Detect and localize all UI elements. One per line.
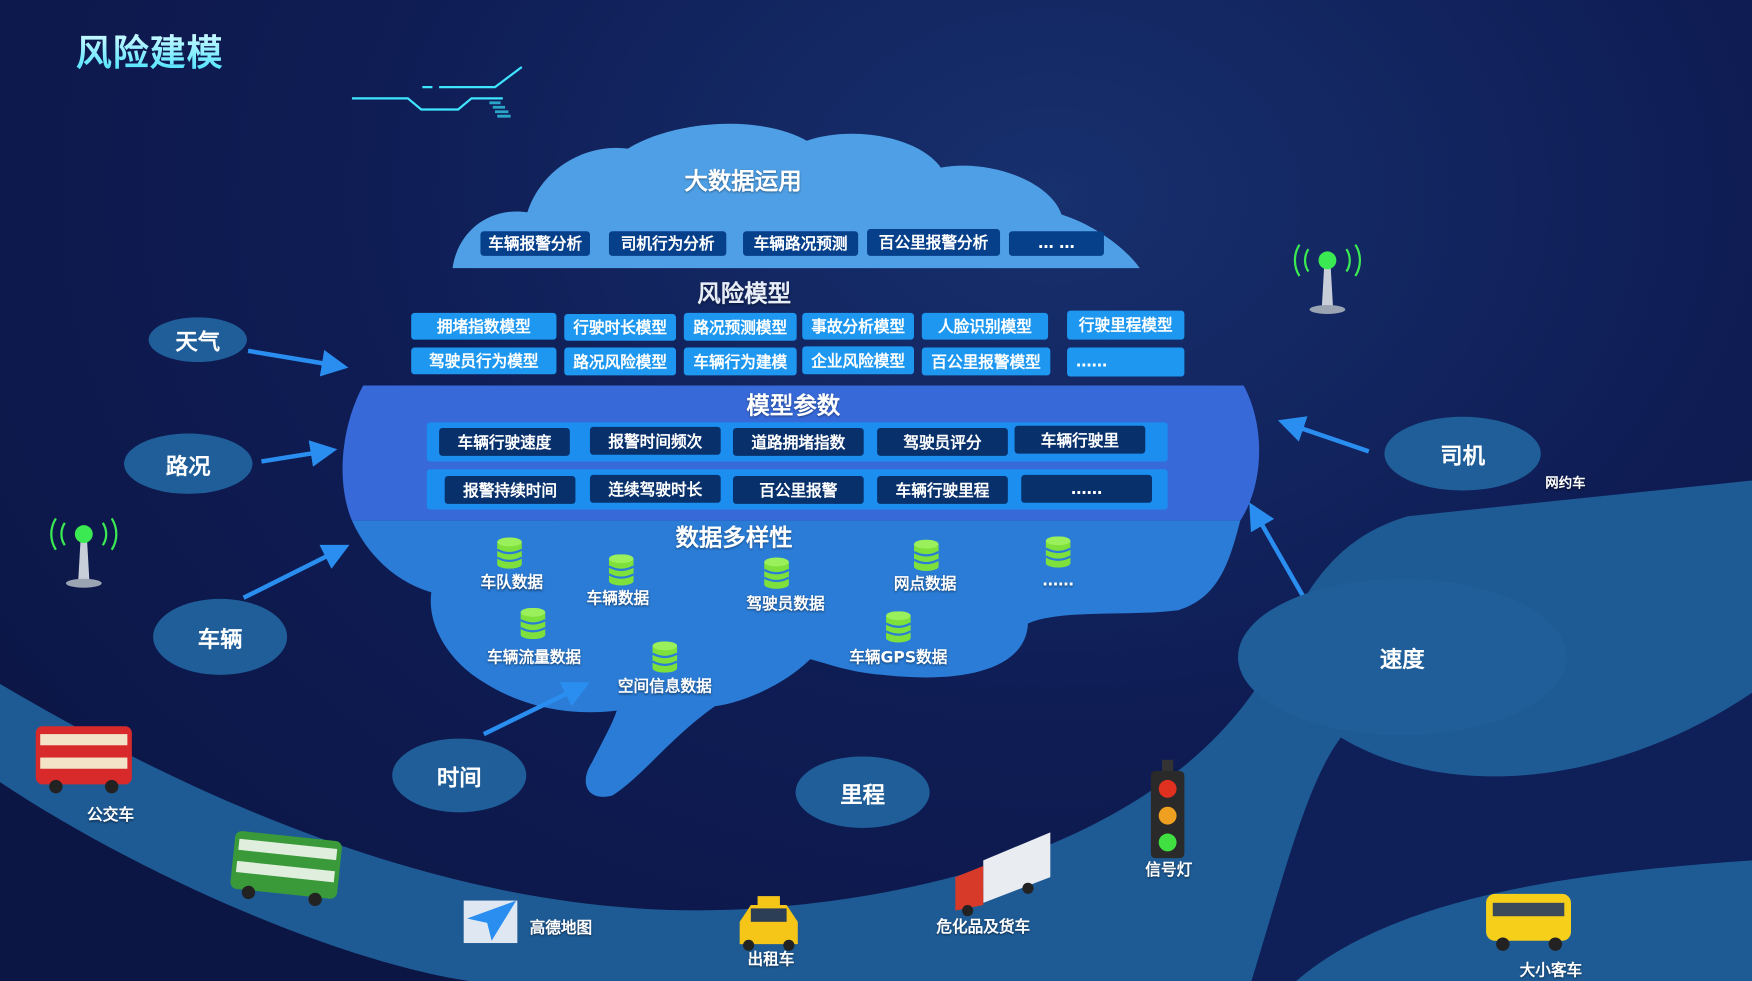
map-icon (463, 900, 518, 944)
title-decoration (83, 66, 523, 118)
data-source-label: 空间信息数据 (617, 678, 712, 697)
data-source-label: …… (1042, 572, 1074, 590)
model-param-item: 车辆行驶里 (1014, 425, 1146, 454)
antenna-icon-left (50, 517, 118, 588)
database-icon (608, 554, 635, 590)
risk-model-item: 企业风险模型 (802, 346, 914, 375)
factor-vehicle: 车辆 (153, 598, 288, 675)
data-source-label: 车辆流量数据 (487, 649, 582, 668)
page-title: 风险建模 (76, 25, 224, 76)
green-bus-icon (230, 831, 342, 907)
ride-hailing-label: 网约车 (1545, 475, 1586, 492)
risk-model-item: 路况预测模型 (683, 312, 797, 341)
risk-model-item: …… (1067, 347, 1185, 377)
taxi-icon (739, 896, 798, 951)
data-diversity-title: 数据多样性 (675, 524, 793, 551)
data-source-label: 驾驶员数据 (746, 595, 825, 614)
data-source-label: 车辆GPS数据 (849, 649, 948, 668)
big-data-item: 车辆报警分析 (480, 231, 590, 256)
factor-time: 时间 (392, 738, 527, 813)
traffic-light-icon (1150, 759, 1185, 859)
database-icon (651, 641, 678, 677)
model-param-item: 道路拥堵指数 (732, 427, 864, 456)
factor-speed: 速度 (1238, 578, 1567, 736)
model-param-item: …… (1021, 474, 1152, 503)
risk-model-item: 车辆行为建模 (683, 347, 797, 376)
model-param-item: 报警持续时间 (444, 475, 576, 504)
model-param-item: 连续驾驶时长 (589, 474, 721, 503)
risk-model-title: 风险模型 (697, 280, 792, 308)
factor-mileage: 里程 (795, 756, 930, 828)
map-label: 高德地图 (529, 919, 593, 938)
database-icon (520, 607, 547, 644)
factor-weather: 天气 (148, 317, 247, 363)
big-data-item: 车辆路况预测 (743, 231, 859, 256)
bus-label: 公交车 (87, 806, 135, 825)
big-data-title: 大数据运用 (684, 167, 802, 195)
model-param-item: 报警时间频次 (589, 426, 721, 455)
risk-model-item: 驾驶员行为模型 (411, 347, 557, 375)
risk-model-item: 拥堵指数模型 (411, 312, 557, 340)
antenna-icon-right (1293, 244, 1362, 314)
data-source-label: 网点数据 (893, 575, 957, 594)
model-param-item: 车辆行驶速度 (439, 427, 570, 456)
arrows (242, 348, 1370, 737)
model-params-title: 模型参数 (746, 392, 841, 420)
database-icon (913, 539, 940, 576)
risk-model-item: 事故分析模型 (802, 312, 914, 340)
red-bus-icon (35, 726, 132, 794)
big-data-item: 百公里报警分析 (867, 229, 1001, 256)
risk-model-item: 人脸识别模型 (921, 312, 1049, 340)
model-param-item: 驾驶员评分 (877, 427, 1008, 456)
data-source-label: 车队数据 (480, 574, 544, 593)
truck-icon (955, 832, 1051, 917)
database-icon (885, 611, 912, 647)
database-icon (1045, 536, 1072, 572)
traffic-light-label: 信号灯 (1145, 861, 1193, 880)
big-data-item: … … (1008, 231, 1104, 256)
school-bus-icon (1486, 893, 1571, 951)
model-param-item: 百公里报警 (732, 475, 864, 504)
database-icon (496, 537, 523, 573)
risk-model-item: 行驶时长模型 (564, 313, 676, 341)
database-icon (763, 557, 790, 594)
data-source-label: 车辆数据 (586, 589, 650, 608)
risk-model-item: 百公里报警模型 (921, 347, 1051, 376)
taxi-label: 出租车 (747, 950, 795, 969)
risk-model-item: 路况风险模型 (564, 347, 676, 376)
coach-label: 大小客车 (1519, 962, 1583, 980)
truck-label: 危化品及货车 (936, 918, 1031, 937)
factor-driver: 司机 (1384, 416, 1541, 491)
model-param-item: 车辆行驶里程 (877, 475, 1008, 504)
risk-model-item: 行驶里程模型 (1067, 310, 1185, 340)
factor-road: 路况 (124, 433, 253, 494)
big-data-item: 司机行为分析 (608, 231, 727, 256)
data-diversity-cloud (351, 520, 1241, 797)
